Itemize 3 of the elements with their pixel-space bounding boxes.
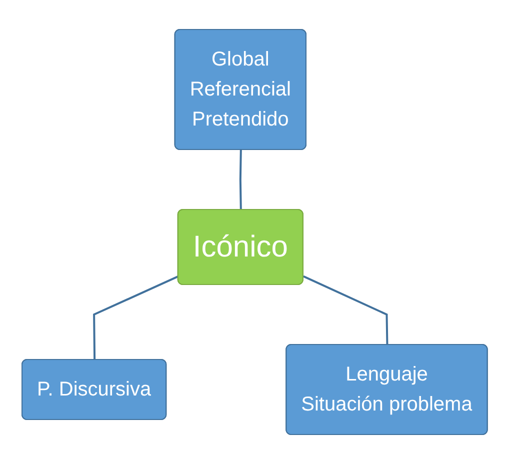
connector — [302, 275, 388, 346]
connector — [239, 150, 242, 210]
connector — [92, 275, 179, 360]
